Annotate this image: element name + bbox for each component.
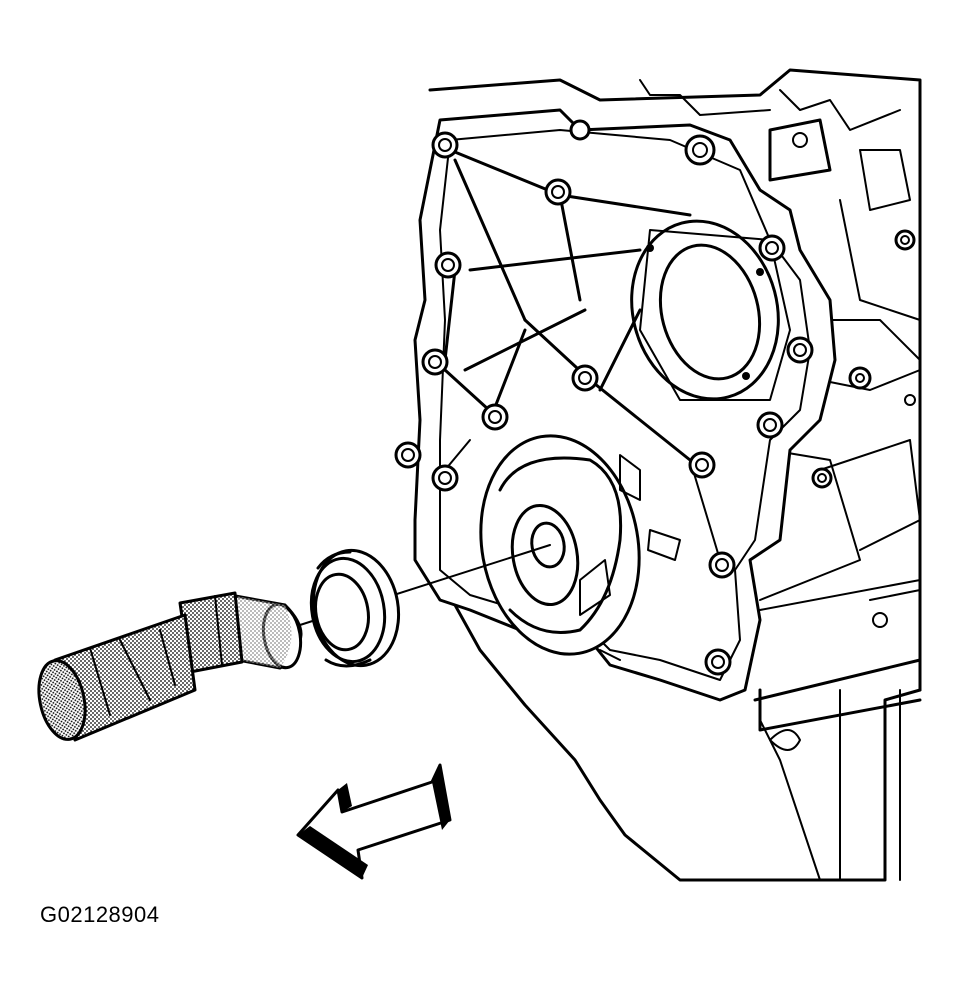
cover-bolts	[394, 119, 916, 676]
seal-installer-tool	[37, 591, 303, 742]
engine-front-cover	[394, 68, 922, 882]
direction-arrow-icon	[296, 763, 452, 880]
crankshaft-front-oil-seal	[309, 548, 401, 668]
figure-id-label: G02128904	[40, 902, 160, 927]
